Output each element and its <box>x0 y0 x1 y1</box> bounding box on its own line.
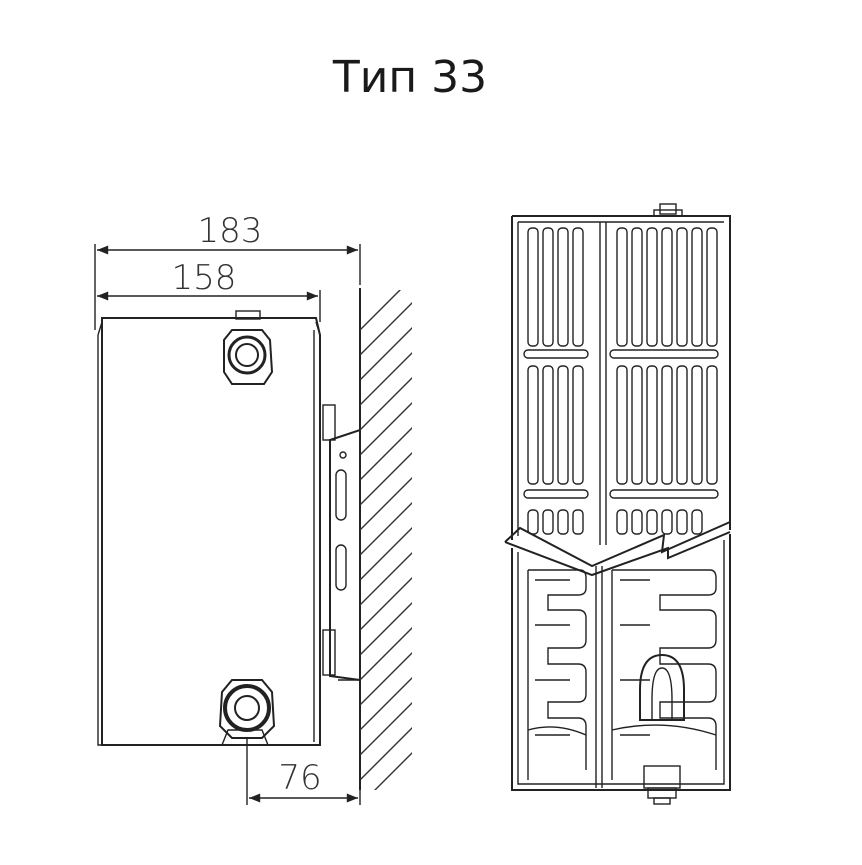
side-view: 183 158 <box>94 211 412 805</box>
break-line <box>504 521 731 577</box>
dimension-76-label: 76 <box>278 758 321 798</box>
convector-profile-left <box>527 569 587 780</box>
dimension-panel-depth: 158 <box>96 258 321 322</box>
wall-bracket <box>322 404 361 682</box>
front-bottom-connection <box>639 653 685 805</box>
dimension-183-label: 183 <box>198 211 263 251</box>
wall-hatching <box>359 288 412 790</box>
dimension-overall-depth: 183 <box>94 211 361 330</box>
bottom-pipe-connection <box>218 679 276 805</box>
radiator-body-side <box>97 310 321 746</box>
air-vent <box>653 203 683 217</box>
convector-profile-right <box>611 569 717 780</box>
fins-upper-left <box>523 227 589 535</box>
front-view <box>504 203 731 805</box>
dimension-158-label: 158 <box>172 258 237 298</box>
diagram-title: Тип 33 <box>332 52 488 103</box>
dimension-pipe-offset: 76 <box>249 758 361 805</box>
fins-upper-right <box>609 227 719 535</box>
top-pipe-connection <box>223 329 274 385</box>
